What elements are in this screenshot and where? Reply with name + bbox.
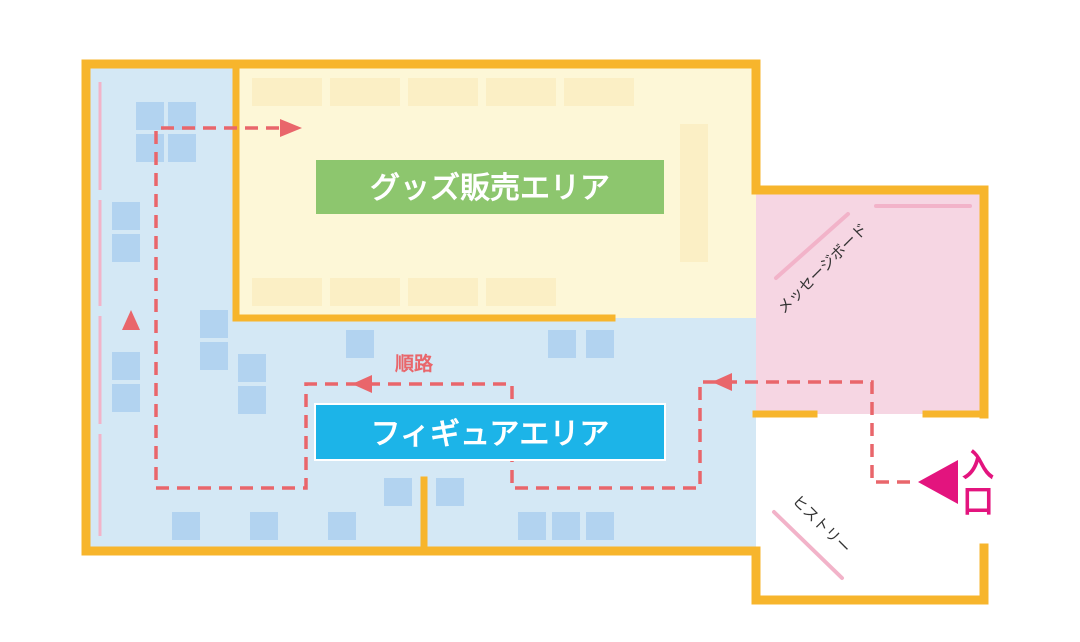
message-board-panel bbox=[774, 212, 850, 280]
display-case bbox=[552, 512, 580, 540]
goods-table bbox=[252, 78, 322, 106]
entrance-label-2: 口 bbox=[962, 482, 994, 520]
entrance-panels bbox=[772, 204, 972, 580]
goods-shelf bbox=[680, 124, 708, 262]
outer-wall-right bbox=[751, 185, 989, 419]
display-case bbox=[112, 384, 140, 412]
goods-area-label: グッズ販売エリア bbox=[370, 171, 610, 206]
route-arrow-icon bbox=[712, 373, 732, 391]
display-case bbox=[518, 512, 546, 540]
entrance-arrow-icon bbox=[918, 460, 958, 504]
display-case bbox=[172, 512, 200, 540]
display-case bbox=[112, 352, 140, 380]
display-case bbox=[436, 478, 464, 506]
route-arrow-icon bbox=[280, 119, 302, 137]
goods-table bbox=[408, 78, 478, 106]
display-case bbox=[136, 102, 164, 130]
walls bbox=[81, 59, 989, 605]
display-case bbox=[250, 512, 278, 540]
goods-display-tables bbox=[252, 78, 708, 306]
display-case bbox=[168, 102, 196, 130]
display-case bbox=[238, 386, 266, 414]
display-case bbox=[112, 234, 140, 262]
display-case bbox=[384, 478, 412, 506]
route-arrow-icon bbox=[122, 310, 140, 330]
display-case bbox=[200, 342, 228, 370]
display-case bbox=[586, 330, 614, 358]
goods-table bbox=[330, 278, 400, 306]
goods-table bbox=[486, 78, 556, 106]
goods-area-label-box bbox=[316, 160, 664, 214]
route-arrow-icon bbox=[352, 375, 372, 393]
route-label: 順路 bbox=[395, 352, 434, 375]
goods-table bbox=[564, 78, 634, 106]
display-case bbox=[586, 512, 614, 540]
goods-table bbox=[252, 278, 322, 306]
goods-table bbox=[486, 278, 556, 306]
display-case bbox=[112, 202, 140, 230]
figure-area-label-box bbox=[314, 403, 666, 461]
figure-area-label: フィギュアエリア bbox=[371, 417, 610, 452]
display-case bbox=[346, 330, 374, 358]
display-case bbox=[328, 512, 356, 540]
route-arrows bbox=[122, 119, 732, 393]
display-case bbox=[136, 134, 164, 162]
history-panel bbox=[772, 510, 844, 580]
entrance-label-1: 入 bbox=[962, 446, 994, 484]
display-case bbox=[168, 134, 196, 162]
figure-display-cases bbox=[112, 102, 614, 540]
entrance-corridor-floor bbox=[756, 414, 984, 600]
display-case bbox=[238, 354, 266, 382]
goods-table bbox=[408, 278, 478, 306]
display-case bbox=[200, 310, 228, 338]
entrance-hall-floor bbox=[756, 190, 984, 414]
goods-table bbox=[330, 78, 400, 106]
display-case bbox=[548, 330, 576, 358]
